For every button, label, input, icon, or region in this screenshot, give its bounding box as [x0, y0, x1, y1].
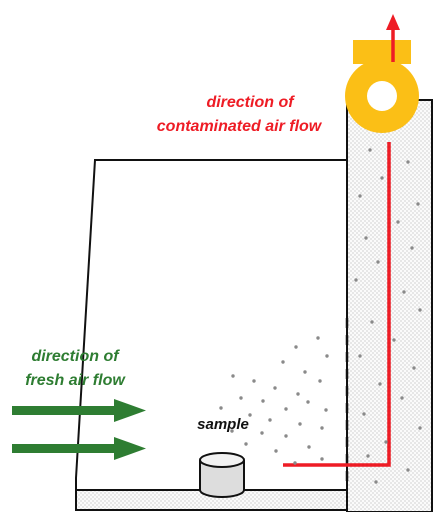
particle [384, 440, 388, 444]
particle [306, 400, 310, 404]
particle [364, 236, 368, 240]
particle [410, 246, 414, 250]
fresh-air-label-line1: direction of [31, 348, 119, 365]
contaminated-flow-label-line2: contaminated air flow [156, 118, 322, 135]
particle [230, 429, 234, 433]
particle [274, 449, 278, 453]
particle [248, 413, 252, 417]
particle [273, 386, 277, 390]
particle [231, 374, 235, 378]
contaminated-flow-label-line1: direction of [206, 94, 294, 111]
particle [406, 468, 410, 472]
particle [370, 320, 374, 324]
particle [318, 379, 322, 383]
particle [281, 360, 285, 364]
particle [260, 431, 264, 435]
fresh-air-label-line2: fresh air flow [25, 372, 125, 389]
particle [244, 442, 248, 446]
particle [252, 379, 256, 383]
particle [316, 336, 320, 340]
particle [298, 422, 302, 426]
sample-label: sample [197, 416, 249, 433]
particle [294, 345, 298, 349]
particle [374, 480, 378, 484]
particle [324, 408, 328, 412]
particle [320, 426, 324, 430]
particle [418, 308, 422, 312]
particle [268, 418, 272, 422]
particle [358, 354, 362, 358]
particle [412, 366, 416, 370]
particle [366, 454, 370, 458]
particle [320, 457, 324, 461]
particle [392, 338, 396, 342]
particle [378, 382, 382, 386]
duct-particles [354, 148, 422, 484]
particle [307, 445, 311, 449]
particle [219, 406, 223, 410]
particle [354, 278, 358, 282]
particle [296, 392, 300, 396]
airborne-particles [219, 336, 329, 465]
fresh-air-arrow-bottom [12, 437, 146, 460]
particle [293, 461, 297, 465]
contaminated-flow-arrow [283, 14, 400, 467]
particle [261, 399, 265, 403]
sample-cup-icon [199, 452, 245, 498]
particle [284, 407, 288, 411]
particle [284, 434, 288, 438]
particle [362, 412, 366, 416]
particle [406, 160, 410, 164]
particle [402, 290, 406, 294]
particle [368, 148, 372, 152]
particle [239, 396, 243, 400]
particle [416, 202, 420, 206]
fresh-air-arrow-top [12, 399, 146, 422]
particle [418, 426, 422, 430]
particle [358, 194, 362, 198]
particle [376, 260, 380, 264]
particle [400, 396, 404, 400]
particle [303, 370, 307, 374]
particle [325, 354, 329, 358]
particle [396, 220, 400, 224]
particle [380, 176, 384, 180]
exhaust-fan-icon [345, 40, 419, 133]
